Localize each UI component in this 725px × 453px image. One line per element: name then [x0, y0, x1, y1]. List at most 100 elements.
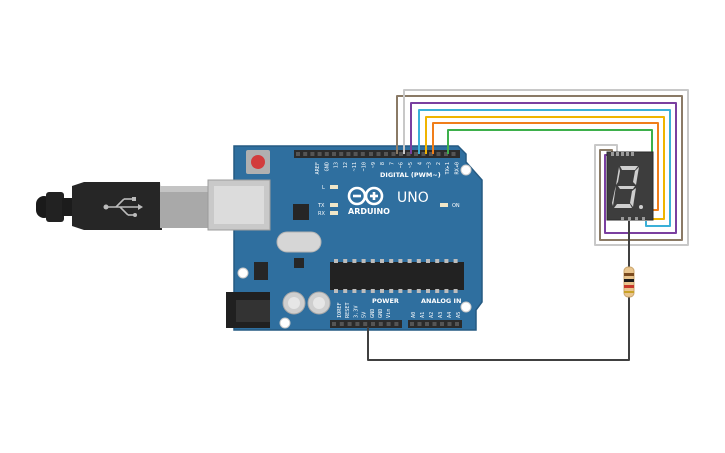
header-pin-hole[interactable]	[332, 152, 336, 156]
digital-pin-label: ~9	[371, 162, 377, 168]
digital-pin-label: ~11	[352, 162, 358, 171]
analog-pin-label: A0	[411, 312, 417, 318]
digital-pin-label: AREF	[315, 162, 321, 175]
header-pin-hole[interactable]	[317, 152, 322, 156]
crystal-oscillator	[276, 231, 322, 253]
brand-label: ARDUINO	[348, 207, 390, 216]
header-pin-hole[interactable]	[376, 152, 381, 156]
usb-symbol-icon	[103, 197, 143, 217]
chip-pin	[398, 259, 403, 263]
header-pin-hole[interactable]	[436, 152, 441, 156]
header-pin-hole[interactable]	[444, 152, 448, 156]
header-pin-hole[interactable]	[406, 152, 411, 156]
header-pin-hole[interactable]	[303, 152, 308, 156]
header-pin-hole[interactable]	[384, 152, 388, 156]
header-pin-hole[interactable]	[394, 322, 399, 326]
header-pin-hole[interactable]	[371, 322, 375, 326]
header-pin-hole[interactable]	[369, 152, 373, 156]
resistor[interactable]	[623, 266, 635, 298]
header-pin-hole[interactable]	[429, 152, 433, 156]
header-pin-hole[interactable]	[414, 152, 418, 156]
analog-pin-label: A5	[456, 312, 462, 318]
usb-cable[interactable]	[36, 182, 210, 230]
on-led-label: ON	[452, 203, 460, 209]
header-pin-hole[interactable]	[432, 322, 437, 326]
header-pin-hole[interactable]	[425, 322, 429, 326]
resistor-band	[624, 279, 634, 282]
header-pin-hole[interactable]	[447, 322, 452, 326]
seven-segment-display[interactable]: 8.	[1, 0, 654, 221]
arduino-uno-board[interactable]: L TX RX ON ARDUINO UNO DIGITAL (PWM~)	[207, 145, 483, 331]
display-pin	[628, 217, 631, 221]
header-pin-hole[interactable]	[347, 322, 352, 326]
chip-pin	[334, 289, 338, 293]
display-pin	[631, 152, 634, 156]
chip-pin	[352, 289, 357, 293]
display-pin	[626, 152, 629, 156]
small-chip	[294, 258, 304, 268]
power-pin-label: GND	[378, 309, 384, 318]
header-pin-hole[interactable]	[417, 322, 422, 326]
header-pin-hole[interactable]	[391, 152, 396, 156]
analog-pin-label: A2	[429, 312, 435, 318]
header-pin-holes	[296, 152, 459, 326]
wire-ground[interactable]	[367, 296, 630, 361]
chip-pin	[426, 259, 430, 263]
chip-pin	[453, 259, 458, 263]
digital-pin-label: ~3	[427, 162, 433, 168]
chip-pin	[398, 289, 403, 293]
power-pin-label: RESET	[345, 302, 351, 318]
header-pin-hole[interactable]	[451, 152, 456, 156]
microcontroller-pins	[334, 259, 458, 293]
header-pin-hole[interactable]	[410, 322, 414, 326]
wire-pin6[interactable]	[403, 89, 689, 246]
header-pin-hole[interactable]	[399, 152, 403, 156]
usb-plug-metal-shell	[160, 186, 210, 228]
analog-pin-label: A3	[438, 312, 444, 318]
header-pin-hole[interactable]	[332, 322, 336, 326]
header-pin-hole[interactable]	[353, 152, 358, 156]
header-pin-hole[interactable]	[378, 322, 383, 326]
header-pin-hole[interactable]	[455, 322, 459, 326]
header-pin-hole[interactable]	[324, 152, 329, 156]
chip-pin	[370, 289, 375, 293]
mounting-hole	[460, 164, 472, 176]
power-pin-label: Vin	[386, 309, 392, 318]
l-led-label: L	[322, 185, 325, 191]
mounting-hole	[279, 317, 291, 329]
header-pin-hole[interactable]	[310, 152, 315, 156]
chip-pin	[435, 289, 440, 293]
chip-pin	[407, 259, 412, 263]
digital-header-label: DIGITAL (PWM~)	[380, 171, 441, 179]
chip-pin	[380, 259, 384, 263]
chip-pin	[389, 259, 394, 263]
digital-pin-label: ~6	[399, 162, 405, 168]
header-pin-hole[interactable]	[339, 322, 344, 326]
header-pin-hole[interactable]	[339, 152, 344, 156]
display-pin	[635, 217, 638, 221]
wire-pin2[interactable]	[432, 122, 659, 211]
display-pin	[621, 152, 624, 156]
header-pin-hole[interactable]	[440, 322, 444, 326]
chip-pin	[453, 289, 458, 293]
wire-pin7[interactable]	[396, 95, 683, 241]
voltage-regulator	[254, 262, 268, 280]
header-pin-hole[interactable]	[346, 152, 351, 156]
digital-pin-label: ~5	[408, 162, 414, 168]
chip-pin	[343, 259, 348, 263]
digital-pin-label: GND	[324, 162, 330, 171]
header-pin-hole[interactable]	[421, 152, 426, 156]
display-pin	[611, 152, 614, 156]
rx-led-label: RX	[318, 211, 325, 217]
header-pin-hole[interactable]	[363, 322, 368, 326]
digital-pin-label: ~10	[362, 162, 368, 171]
header-pin-hole[interactable]	[296, 152, 300, 156]
wire-pin4[interactable]	[418, 109, 671, 227]
header-pin-hole[interactable]	[386, 322, 391, 326]
arduino-infinity-logo-icon	[347, 186, 384, 206]
header-pin-hole[interactable]	[360, 152, 365, 156]
header-pin-hole[interactable]	[355, 322, 360, 326]
